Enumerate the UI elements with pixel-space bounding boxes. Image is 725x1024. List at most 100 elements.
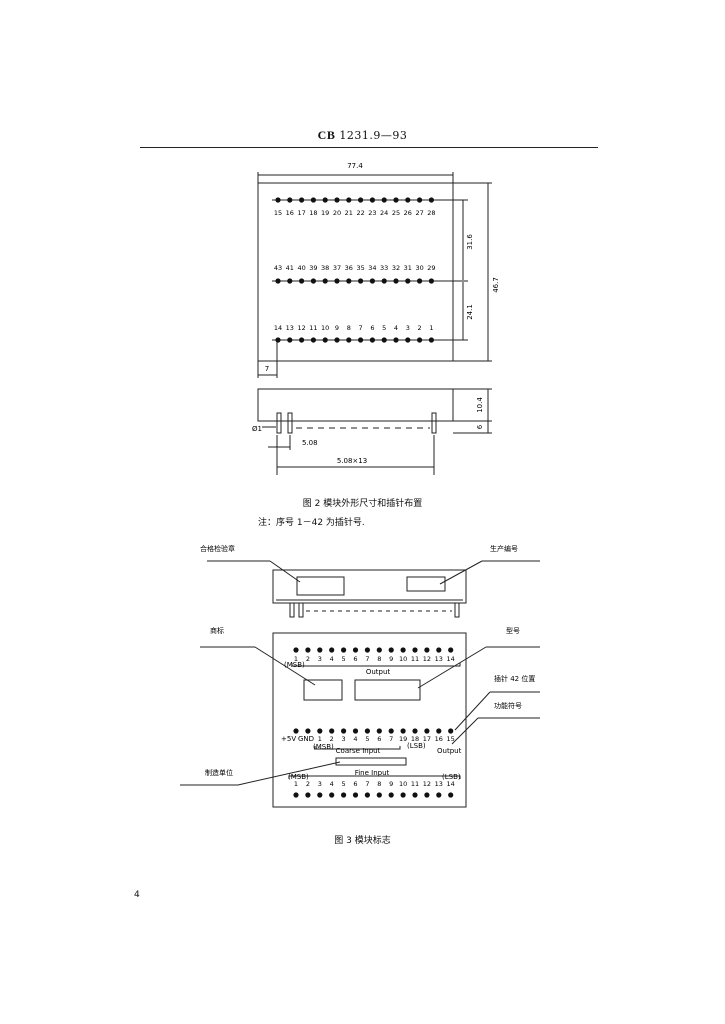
dim-width: 77.4 [347,162,363,170]
pin-marker [305,792,311,798]
pin-marker [428,337,434,343]
pin-number: 21 [345,209,353,217]
pin-number: 11 [411,655,419,663]
dim-body-height: 10.4 [476,397,484,413]
pin-marker [305,728,311,734]
pin-number: 3 [318,780,322,788]
pin-number: 2 [418,324,422,332]
row2-coarse-input: Coarse Input [336,747,381,755]
pin-marker [400,647,406,653]
pin-number: 10 [321,324,329,332]
pin-marker [388,647,394,653]
pin-number: 4 [330,655,334,663]
row2-gnd: GND [298,735,314,743]
pin-number: 7 [365,780,369,788]
pin-marker [322,197,328,203]
pin-marker [299,197,305,203]
pin-number: 1 [294,780,298,788]
label-model: 型号 [506,626,520,635]
pin-number: 36 [345,264,353,272]
pin-number: 15 [447,735,455,743]
pin-number: 18 [309,209,317,217]
pin-number: 2 [306,655,310,663]
pin-number: 5 [382,324,386,332]
pin-marker [358,278,364,284]
pin-number: 6 [377,735,381,743]
pin-marker [405,337,411,343]
pin-number: 34 [368,264,376,272]
pin-number: 29 [427,264,435,272]
module-side-view [257,388,454,422]
pin-number: 9 [389,655,393,663]
pin-marker [310,278,316,284]
pin-number: 16 [286,209,294,217]
pin-marker [329,792,335,798]
row2-msb: (MSB) [313,743,334,751]
pin-marker [299,278,305,284]
pin-marker [381,337,387,343]
pin-marker [334,337,340,343]
pin-marker [358,197,364,203]
pin-number: 38 [321,264,329,272]
pin-marker [424,792,430,798]
pin-number: 10 [399,780,407,788]
pin-marker [400,792,406,798]
module-side-view-3 [272,569,467,604]
pin-marker [364,647,370,653]
pin-marker [369,197,375,203]
pin-marker [334,278,340,284]
pin-marker [329,728,335,734]
pin-marker [346,337,352,343]
figure-2-drawing: 77.4 46.7 31.6 24.1 7 10.4 6 Ø1 5.08 5.0… [252,162,500,475]
module-top-view [257,182,454,362]
pin-marker [293,792,299,798]
pin-marker [448,792,454,798]
label-pin42-position: 插针 42 位置 [494,674,535,683]
pin-number: 33 [380,264,388,272]
dim-pitch: 5.08 [302,439,318,447]
pin-marker [275,197,281,203]
pin-marker [424,647,430,653]
pin-marker [376,792,382,798]
pin-number: 6 [353,655,357,663]
pin-marker [352,647,359,653]
module-top-view-3 [272,632,467,808]
pin-number: 26 [404,209,412,217]
pin-number: 2 [306,780,310,788]
figure-3-caption: 图 3 模块标志 [334,836,391,846]
label-cert-stamp: 合格检验章 [200,544,235,553]
standard-prefix: CB [317,128,336,142]
pin-number: 6 [353,780,357,788]
pin-marker [405,197,411,203]
pin-number: 6 [370,324,374,332]
pin-number: 15 [274,209,282,217]
pin-number: 13 [286,324,294,332]
pin-number: 18 [411,735,419,743]
pin-marker [310,197,316,203]
pin-marker [317,792,323,798]
pin-number: 17 [297,209,305,217]
pin-marker [364,728,370,734]
pin-marker [417,337,423,343]
pin-marker [352,728,359,734]
pin-number: 16 [435,735,443,743]
pin-number: 7 [389,735,393,743]
pin-marker [346,197,352,203]
pin-marker [376,728,382,734]
pin-number: 14 [447,780,455,788]
pin-number: 43 [274,264,282,272]
pin-marker [412,728,418,734]
pin-marker [299,337,305,343]
row3-fine-input: Fine Input [355,769,390,777]
dim-left: 7 [265,365,269,373]
pin-number: 37 [333,264,341,272]
label-trademark: 商标 [210,626,224,635]
pin-marker [376,647,382,653]
pin-number: 14 [447,655,455,663]
pin-number: 12 [423,780,431,788]
pin-marker [412,647,418,653]
maker-box [335,757,407,766]
pin-number: 9 [389,780,393,788]
pin-number: 35 [356,264,364,272]
